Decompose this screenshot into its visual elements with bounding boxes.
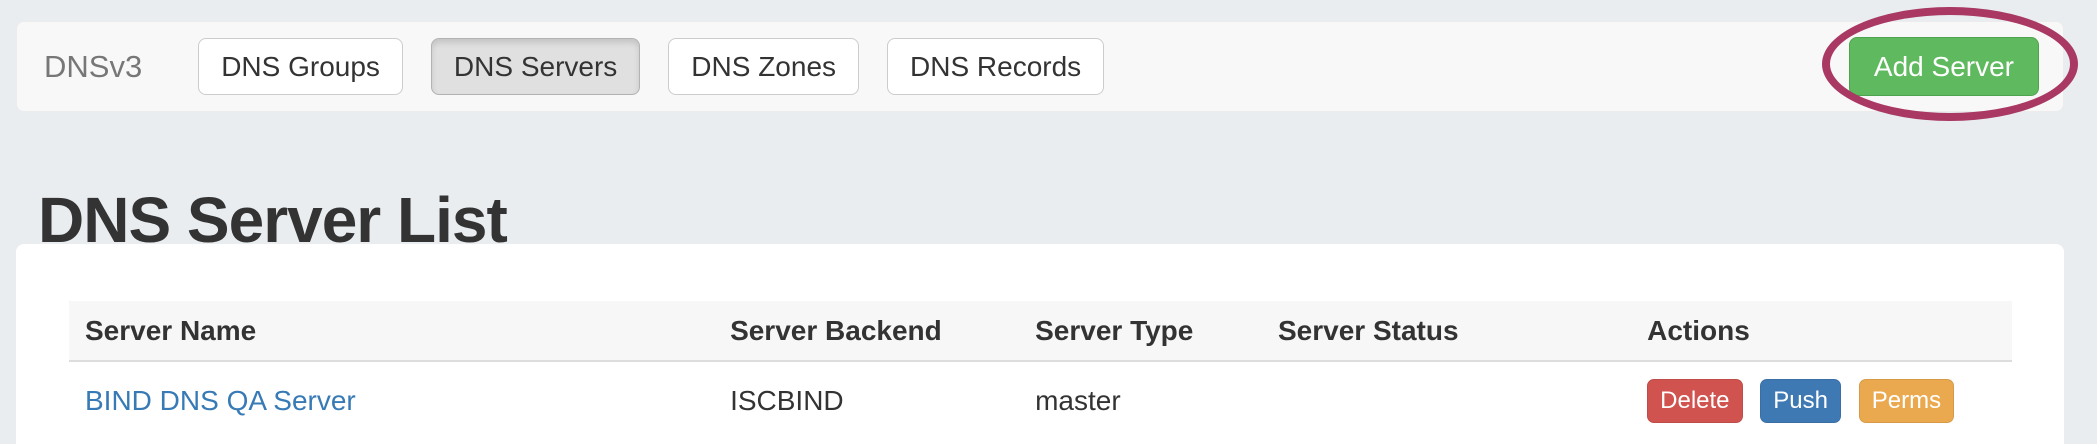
server-list-card: Server Name Server Backend Server Type S… <box>16 244 2064 444</box>
col-header-server-name: Server Name <box>69 301 715 362</box>
push-button[interactable]: Push <box>1760 379 1841 423</box>
server-name-link[interactable]: BIND DNS QA Server <box>85 385 356 416</box>
col-header-server-type: Server Type <box>1019 301 1262 362</box>
cell-server-backend: ISCBIND <box>730 385 844 416</box>
col-header-server-status: Server Status <box>1261 301 1632 362</box>
col-header-actions: Actions <box>1631 301 2012 362</box>
tab-dns-groups[interactable]: DNS Groups <box>198 38 403 95</box>
brand-dnsv3: DNSv3 <box>44 48 143 84</box>
nav-tab-group: DNS Groups DNS Servers DNS Zones DNS Rec… <box>198 38 1105 95</box>
tab-dns-records[interactable]: DNS Records <box>887 38 1105 95</box>
tab-dns-servers[interactable]: DNS Servers <box>430 38 641 95</box>
cell-server-status <box>1262 361 1631 440</box>
delete-button[interactable]: Delete <box>1647 379 1743 423</box>
table-row: BIND DNS QA Server ISCBIND master Delete… <box>69 361 2012 440</box>
cell-server-type: master <box>1035 385 1121 416</box>
top-navbar: DNSv3 DNS Groups DNS Servers DNS Zones D… <box>16 21 2064 112</box>
server-table-wrap: Server Name Server Backend Server Type S… <box>69 301 2012 440</box>
add-server-button[interactable]: Add Server <box>1848 37 2039 96</box>
col-header-server-backend: Server Backend <box>714 301 1020 362</box>
cell-actions: Delete Push Perms <box>1631 361 2012 440</box>
server-table: Server Name Server Backend Server Type S… <box>69 301 2012 440</box>
perms-button[interactable]: Perms <box>1858 379 1955 423</box>
table-header-row: Server Name Server Backend Server Type S… <box>69 301 2012 362</box>
tab-dns-zones[interactable]: DNS Zones <box>668 38 860 95</box>
cell-server-name: BIND DNS QA Server <box>69 361 714 440</box>
